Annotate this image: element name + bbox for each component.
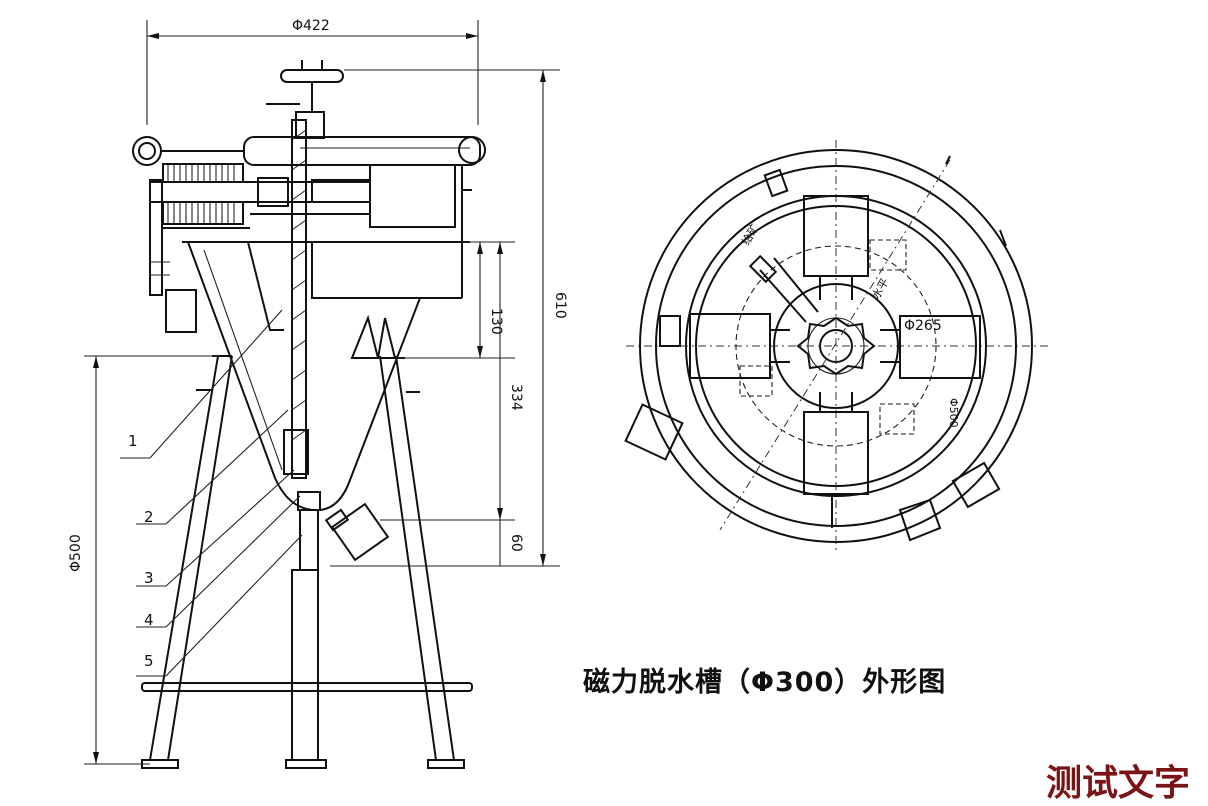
dimensions-right: 610 130 334 60 [330, 69, 568, 567]
watermark-text: 测试文字 [1046, 762, 1191, 804]
dim-label-265: Φ265 [904, 318, 942, 334]
central-pipe [283, 119, 309, 479]
part-label-2: 2 [144, 508, 154, 526]
discharge-outlet [898, 498, 942, 542]
center-hub [796, 316, 876, 376]
magnet-block-top [803, 195, 869, 277]
part-label-3: 3 [144, 569, 154, 587]
plan-view: Φ265 Φ500 给矿 水平 [624, 140, 1050, 552]
right-bracket [350, 314, 405, 359]
dim-label-500-left: Φ500 [68, 534, 84, 572]
dim-label-500-plan: Φ500 [947, 398, 960, 428]
figure-caption: 磁力脱水槽（Φ300）外形图 [583, 667, 947, 698]
part-leaders: 1 2 3 4 5 [120, 309, 303, 677]
top-left-clamp [763, 168, 789, 198]
part-label-5: 5 [144, 652, 154, 670]
legs [141, 355, 473, 769]
part-label-4: 4 [144, 611, 154, 629]
part-label-1: 1 [128, 432, 138, 450]
frame [149, 179, 472, 333]
top-beam [132, 136, 486, 166]
overflow-label: 水平 [869, 276, 891, 302]
dimension-left-500: Φ500 [68, 355, 220, 765]
magnet-block-left [689, 313, 771, 379]
dimension-width-422: Φ422 [146, 18, 479, 125]
discharge-valve [299, 502, 390, 570]
dim-label-334: 334 [508, 384, 524, 411]
lower-right-box [951, 461, 1001, 509]
magnet-block-right [899, 315, 981, 379]
feed-label: 给矿 [739, 222, 761, 248]
magnet-block-bottom [803, 411, 869, 495]
motor-box [311, 164, 463, 242]
dim-label-130: 130 [488, 308, 504, 335]
dim-label-422: Φ422 [292, 18, 330, 34]
left-clamp [659, 315, 681, 347]
dim-label-610: 610 [552, 292, 568, 319]
lower-left-box [624, 403, 684, 461]
tank-body [187, 241, 462, 512]
elevation-view: Φ422 [68, 18, 568, 769]
handwheel [266, 60, 344, 139]
dim-label-60: 60 [508, 534, 524, 552]
